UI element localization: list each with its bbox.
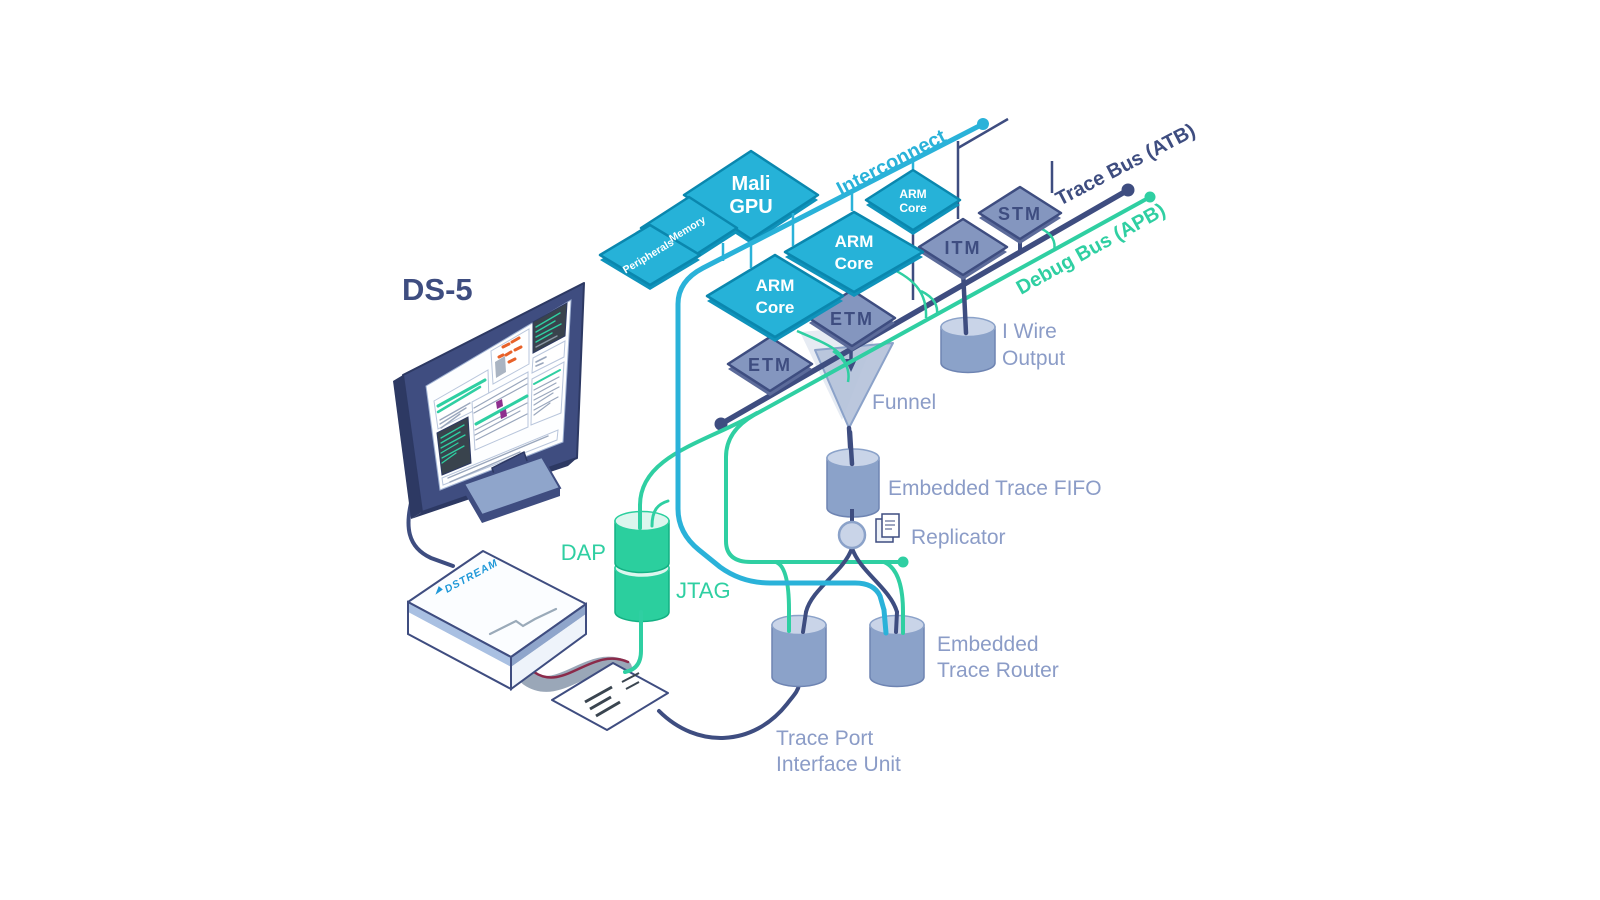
itm-label: ITM bbox=[945, 238, 982, 258]
etm2-face bbox=[726, 335, 814, 393]
peripherals-face bbox=[598, 223, 702, 287]
iwire-top bbox=[940, 316, 996, 338]
iwire-body bbox=[940, 326, 996, 374]
etf-body bbox=[826, 457, 880, 518]
etf-label: Embedded Trace FIFO bbox=[888, 477, 1102, 500]
debug-bus-line bbox=[724, 195, 1152, 564]
stm-face bbox=[977, 185, 1063, 241]
interconnect-endpoint-dot bbox=[977, 118, 989, 130]
funnel-label: Funnel bbox=[872, 391, 936, 414]
probe-top-trace-line bbox=[488, 607, 558, 636]
dap-label: DAP bbox=[561, 540, 606, 565]
core3-label-2: Core bbox=[756, 298, 795, 317]
etr-label-2: Trace Router bbox=[937, 659, 1059, 682]
arm-core3-block bbox=[705, 253, 845, 342]
core2-label-2: Core bbox=[835, 254, 874, 273]
replicator-docs-icon bbox=[875, 513, 900, 543]
probe-left-band bbox=[408, 602, 511, 667]
itm-debug-stub bbox=[920, 289, 939, 316]
peripherals-block bbox=[598, 223, 702, 290]
replicator-left-branch bbox=[804, 546, 854, 614]
replicator-node bbox=[804, 509, 900, 614]
etr-navy-inlet bbox=[894, 610, 899, 634]
ribbon-cable-edge bbox=[532, 657, 630, 679]
itm-face bbox=[917, 217, 1009, 277]
replicator-circle bbox=[837, 520, 867, 550]
funnel-to-etf-line bbox=[847, 429, 855, 467]
trace-bus-label: Trace Bus (ATB) bbox=[1052, 120, 1199, 211]
stm-label: STM bbox=[998, 204, 1042, 224]
debug-bus-endpoint-dot bbox=[1144, 191, 1156, 203]
etm2-block bbox=[726, 335, 814, 396]
screen-panels bbox=[433, 302, 568, 486]
etf-cylinder bbox=[826, 429, 880, 518]
monitor-stand-base-side bbox=[464, 484, 482, 523]
itm-block bbox=[917, 217, 1009, 280]
etr-body bbox=[869, 624, 925, 688]
doc-text-lines bbox=[885, 520, 895, 530]
stm-debug-stub bbox=[1039, 226, 1056, 252]
etr-label-1: Embedded bbox=[937, 633, 1039, 656]
jtag-label: JTAG bbox=[676, 578, 731, 603]
jtag-body bbox=[614, 567, 670, 623]
etm2-label: ETM bbox=[748, 355, 792, 375]
stm-block bbox=[977, 185, 1063, 244]
mali-label-2: GPU bbox=[729, 196, 772, 218]
core2-label-1: ARM bbox=[835, 232, 874, 251]
iwire-label-1: I Wire bbox=[1002, 320, 1057, 343]
dap-inlet2 bbox=[650, 499, 670, 528]
core2-face bbox=[783, 210, 925, 294]
iwire-label-2: Output bbox=[1002, 347, 1065, 370]
etm1-label: ETM bbox=[830, 309, 874, 329]
debug-probe: DSTREAM bbox=[407, 550, 669, 731]
tpiu-label-1: Trace Port bbox=[776, 727, 873, 750]
debug-bus-endpoint-dot2 bbox=[897, 556, 909, 568]
monitor-frame-depth-left bbox=[393, 375, 422, 519]
debug-bus-tpiu-branch bbox=[774, 560, 791, 611]
probe-left-face bbox=[408, 612, 511, 689]
probe-right-outline bbox=[510, 602, 587, 691]
interconnect-etr-inlet bbox=[881, 607, 889, 636]
mali-label-1: Mali bbox=[732, 173, 771, 195]
core3-label-1: ARM bbox=[756, 276, 795, 295]
trace-bus-endpoint-dot2 bbox=[714, 417, 728, 431]
jtag-to-board-line bbox=[623, 610, 643, 674]
monitor-stand-base-side2 bbox=[482, 488, 560, 523]
core1-face bbox=[864, 168, 962, 232]
dap-jtag-cylinders bbox=[614, 499, 670, 674]
probe-right-face bbox=[511, 614, 586, 689]
arm-core2-block bbox=[783, 210, 925, 297]
board-print-lines bbox=[584, 685, 621, 718]
core3-face bbox=[705, 253, 845, 339]
probe-logo-icon bbox=[435, 586, 443, 595]
arm-core1-block bbox=[864, 168, 962, 235]
ds5-label: DS-5 bbox=[402, 272, 473, 307]
etr-cylinder bbox=[869, 610, 925, 688]
tpiu-label-2: Interface Unit bbox=[776, 753, 901, 776]
trace-bus-endpoint-dot bbox=[1121, 183, 1135, 197]
host-monitor bbox=[393, 282, 585, 568]
core1-label-2: Core bbox=[899, 201, 927, 215]
board-to-tpiu-cable bbox=[657, 683, 801, 740]
board-print-lines-small bbox=[621, 672, 640, 690]
itm-diag-stub bbox=[957, 117, 1009, 150]
itm-to-iwire-line bbox=[960, 267, 969, 336]
replicator-label: Replicator bbox=[911, 526, 1006, 549]
debug-bus-etr-branch bbox=[883, 560, 905, 613]
dap-body bbox=[614, 520, 670, 574]
tpiu-cylinder bbox=[771, 608, 827, 688]
core1-label-1: ARM bbox=[899, 187, 926, 201]
tpiu-navy-inlet bbox=[801, 610, 808, 634]
tpiu-top bbox=[771, 614, 827, 636]
etm-debug-stub bbox=[832, 349, 850, 383]
tpiu-body bbox=[771, 624, 827, 688]
i-wire-output-cylinder bbox=[940, 267, 996, 374]
interconnect-line bbox=[675, 121, 986, 613]
probe-right-band bbox=[511, 604, 586, 667]
interconnect-lines bbox=[675, 118, 989, 636]
replicator-right-branch bbox=[850, 546, 899, 614]
